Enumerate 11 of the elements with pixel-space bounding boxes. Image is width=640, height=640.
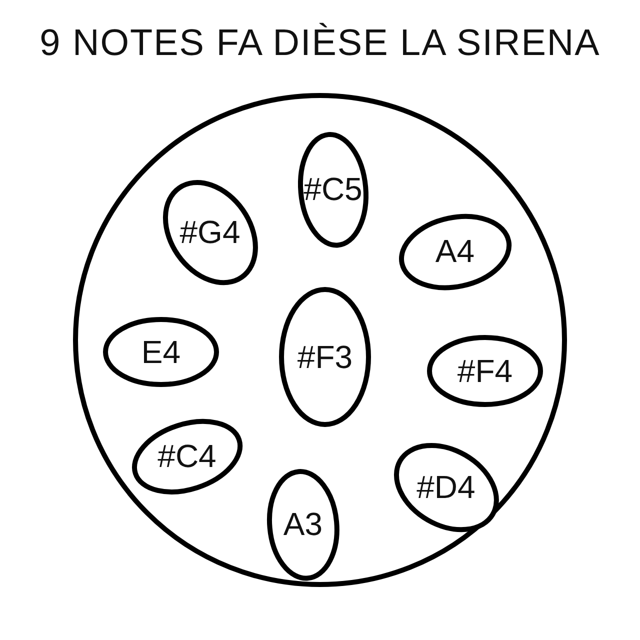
note-label: #F4 bbox=[457, 352, 513, 390]
note-label: #C4 bbox=[158, 438, 216, 476]
note-label: #C5 bbox=[304, 171, 362, 208]
title: 9 NOTES FA DIÈSE LA SIRENA bbox=[38, 22, 602, 64]
drum-outline-circle bbox=[73, 93, 567, 587]
note-label: E4 bbox=[141, 334, 181, 370]
note-label: #D4 bbox=[416, 469, 476, 506]
note-label: #G4 bbox=[180, 214, 240, 252]
note-label: A3 bbox=[283, 506, 323, 544]
note-label: #F3 bbox=[297, 338, 353, 376]
note-label: A4 bbox=[435, 233, 475, 270]
